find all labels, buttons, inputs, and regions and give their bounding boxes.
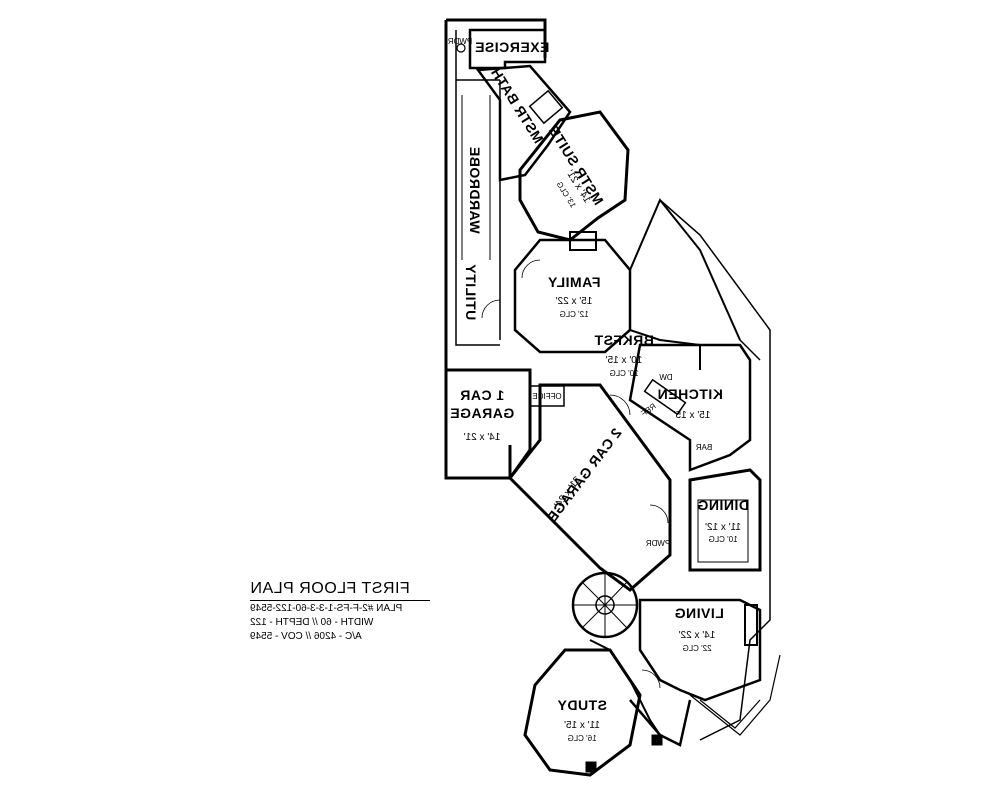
entry-column	[651, 734, 663, 746]
master-bath-walls	[475, 64, 572, 182]
room-clg-study: 16' CLG	[567, 734, 596, 743]
room-label-utility: UTILITY	[463, 264, 479, 321]
door-swing-1	[609, 394, 631, 416]
living-walls	[638, 598, 762, 702]
study-walls	[523, 648, 642, 777]
master-suite-walls	[518, 110, 630, 242]
room-dims-family: 15' x 22'	[556, 296, 593, 307]
bathtub	[528, 89, 564, 125]
door-swing-5	[641, 669, 661, 689]
plan-dimensions: WIDTH - 60 // DEPTH - 122	[250, 617, 374, 628]
room-dims-study: 11' x 15'	[564, 720, 600, 731]
plan-number: PLAN #2-F-FS-1-3-3-60-122-5549	[250, 603, 403, 614]
room-label-wardrobe: WARDROBE	[467, 146, 483, 233]
label-bar: BAR	[696, 443, 713, 452]
breakfast-walls	[629, 198, 741, 370]
plan-title-block: FIRST FLOOR PLAN PLAN #2-F-FS-1-3-3-60-1…	[250, 580, 430, 643]
door-swing-4	[521, 259, 541, 279]
room-dims-garage1: 14' x 21'	[464, 432, 501, 443]
room-label-garage1-line2: GARAGE	[450, 405, 514, 421]
study-column	[585, 761, 597, 773]
label-pwdr-mid: PWDR	[646, 539, 671, 548]
room-dims-brkfst: 10' x 15'	[606, 355, 643, 366]
room-label-brkfst: BRKFST	[594, 332, 654, 348]
right-exterior-wall	[659, 199, 771, 741]
toilet-top	[456, 43, 466, 53]
entry-walls	[629, 699, 692, 747]
door-swing-2	[649, 504, 669, 524]
room-label-living: LIVING	[674, 605, 724, 621]
room-clg-family: 12' CLG	[559, 310, 588, 319]
room-label-dining: DINING	[697, 497, 749, 513]
room-label-family: FAMILY	[547, 274, 600, 290]
room-label-mstr-suite: MSTR SUITE	[546, 123, 607, 208]
room-label-study: STUDY	[557, 697, 607, 713]
garage-1-walls	[446, 368, 532, 480]
office-box	[529, 385, 565, 407]
porch-steps	[689, 654, 781, 736]
room-clg-dining: 10' CLG	[708, 535, 737, 544]
kitchen-walls	[628, 343, 752, 472]
garage-2-walls	[507, 383, 672, 592]
label-dw: DW	[659, 373, 673, 382]
fireplace-family	[569, 231, 597, 251]
family-walls	[513, 238, 632, 354]
room-label-exercise: EXERCISE	[475, 39, 550, 55]
room-clg-brkfst: 10' CLG	[609, 369, 638, 378]
plan-title: FIRST FLOOR PLAN	[250, 580, 430, 601]
spiral-stair-treads	[573, 573, 637, 637]
room-dims-living: 14' x 22'	[679, 630, 716, 641]
exercise-walls	[468, 28, 547, 70]
dining-inner	[697, 499, 749, 563]
dining-walls	[688, 468, 762, 572]
label-office: OFFICE	[532, 392, 561, 401]
room-label-pwdr-top: PWDR	[448, 37, 473, 46]
room-clg-living: 22' CLG	[682, 644, 711, 653]
room-dims-dining: 11' x 12'	[705, 522, 741, 533]
door-swing-3	[481, 299, 501, 319]
plan-area: A/C - 4206 // COV - 5549	[250, 631, 362, 642]
room-label-garage1-line1: 1 CAR	[460, 387, 505, 403]
room-label-kitchen: KITCHEN	[657, 386, 723, 402]
fireplace-living	[744, 604, 758, 646]
kitchen-island	[643, 378, 687, 416]
room-label-garage2: 2 CAR GARAGE	[544, 425, 625, 525]
room-dims-kitchen: 15' x 15'	[674, 410, 711, 421]
